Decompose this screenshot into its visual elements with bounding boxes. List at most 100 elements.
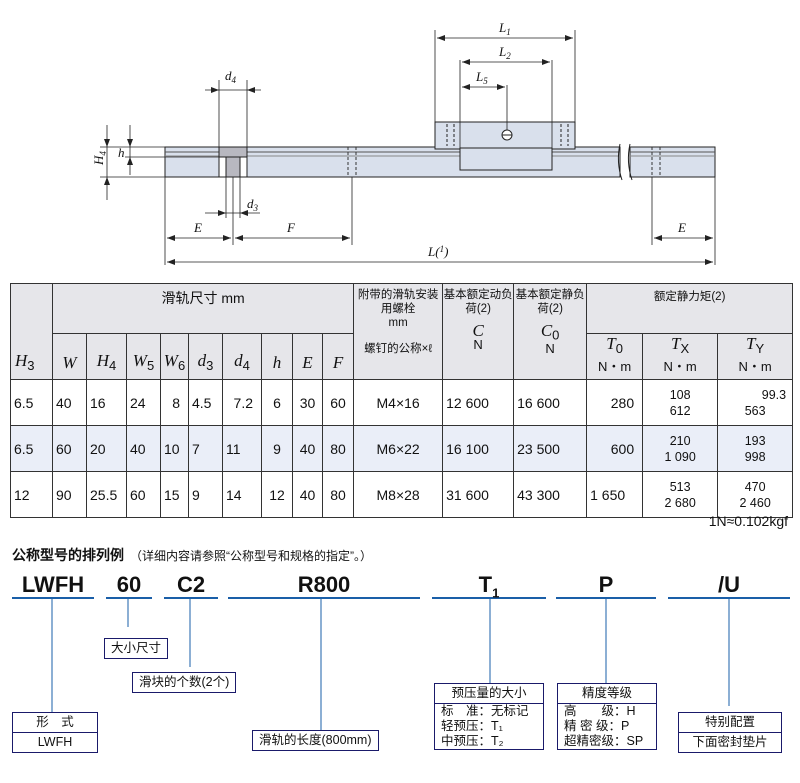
rail-dimension-drawing: L1 L2 L5 d4 d3 H4 h E F E L(1) bbox=[91, 20, 716, 265]
cell-e: 40 bbox=[292, 471, 323, 518]
cell-w: 90 bbox=[52, 471, 87, 518]
dimension-arrows bbox=[104, 35, 713, 265]
cell-w5: 24 bbox=[126, 379, 161, 426]
cell-h4: 16 bbox=[86, 379, 127, 426]
dim-label-l2: L2 bbox=[498, 44, 511, 61]
cell-w5: 40 bbox=[126, 425, 161, 472]
dim-label-f: F bbox=[286, 220, 296, 235]
cell-h3: 12 bbox=[10, 471, 53, 518]
bolt-header: 附带的滑轨安装用螺栓 mm 螺钉的公称×ℓ bbox=[353, 283, 444, 380]
spec-table: H3 滑轨尺寸 mm 附带的滑轨安装用螺栓 mm 螺钉的公称×ℓ 基本额定动负荷… bbox=[10, 283, 794, 518]
cell-h: 6 bbox=[261, 379, 293, 426]
col-d3: d3 bbox=[188, 333, 223, 380]
dim-label-l-total: L(1) bbox=[427, 244, 448, 259]
dim-label-h: h bbox=[118, 145, 125, 160]
mounting-hole-section bbox=[218, 146, 248, 178]
dim-label-d4: d4 bbox=[225, 68, 237, 85]
model-code-title: 公称型号的排列例（详细内容请参照“公称型号和规格的指定”。） bbox=[12, 547, 372, 563]
cell-bolt: M4×16 bbox=[353, 379, 444, 426]
cell-h: 9 bbox=[261, 425, 293, 472]
cell-w5: 60 bbox=[126, 471, 161, 518]
col-w: W bbox=[52, 333, 87, 380]
cell-f: 80 bbox=[321, 471, 355, 518]
code-part-preload: T1 bbox=[478, 572, 500, 601]
code-part-blocks: C2 bbox=[176, 572, 206, 597]
col-d4: d4 bbox=[222, 333, 262, 380]
cell-h4: 25.5 bbox=[86, 471, 127, 518]
cell-h4: 20 bbox=[86, 425, 127, 472]
static-load-header: 基本额定静负荷(2) C0 N bbox=[513, 283, 588, 380]
dim-label-l1: L1 bbox=[498, 20, 511, 37]
cell-c0: 43 300 bbox=[513, 471, 588, 518]
col-h: h bbox=[261, 333, 293, 380]
table-row: 12 90 25.5 60 15 9 14 12 40 80 M8×28 31 … bbox=[10, 471, 794, 518]
cell-c: 16 100 bbox=[442, 425, 515, 472]
cell-d3: 4.5 bbox=[188, 379, 223, 426]
cell-d4: 7.2 bbox=[222, 379, 262, 426]
accuracy-box: 精度等级 高 级：H 精 密 级：P 超精密级：SP bbox=[557, 683, 657, 750]
dim-label-h4: H4 bbox=[91, 151, 108, 166]
table-row: 6.5 60 20 40 10 7 11 9 40 80 M6×22 16 10… bbox=[10, 425, 794, 472]
dim-label-e-left: E bbox=[193, 220, 202, 235]
code-part-special: /U bbox=[718, 572, 740, 597]
form-box: 形 式 LWFH bbox=[12, 712, 98, 753]
cell-c: 12 600 bbox=[442, 379, 515, 426]
cell-w6: 15 bbox=[160, 471, 189, 518]
dim-label-e-right: E bbox=[677, 220, 686, 235]
moment-header: 额定静力矩(2) bbox=[586, 283, 794, 334]
cell-t0: 600 bbox=[586, 425, 644, 472]
cell-h3: 6.5 bbox=[10, 425, 53, 472]
rail-dims-header: 滑轨尺寸 mm bbox=[51, 283, 355, 334]
rail-break-lines bbox=[617, 143, 633, 181]
dyn-load-header: 基本额定动负荷(2) C N bbox=[442, 283, 515, 380]
cell-e: 30 bbox=[292, 379, 323, 426]
cell-h: 12 bbox=[261, 471, 293, 518]
cell-bolt: M6×22 bbox=[353, 425, 444, 472]
cell-e: 40 bbox=[292, 425, 323, 472]
cell-c0: 16 600 bbox=[513, 379, 588, 426]
cell-f: 60 bbox=[321, 379, 355, 426]
cell-c: 31 600 bbox=[442, 471, 515, 518]
code-part-rail-length: R800 bbox=[297, 572, 351, 597]
size-box: 大小尺寸 bbox=[104, 638, 169, 659]
col-h4: H4 bbox=[86, 333, 127, 380]
special-box: 特别配置 下面密封垫片 bbox=[678, 712, 782, 753]
cell-h3: 6.5 bbox=[10, 379, 53, 426]
cell-w: 60 bbox=[52, 425, 87, 472]
code-part-series: LWFH bbox=[21, 572, 85, 597]
table-row: 6.5 40 16 24 8 4.5 7.2 6 30 60 M4×16 12 … bbox=[10, 379, 794, 426]
dim-label-l5: L5 bbox=[475, 69, 488, 86]
preload-box: 预压量的大小 标 准：无标记 轻预压：T₁ 中预压：T₂ bbox=[434, 683, 544, 750]
blocks-box: 滑块的个数(2个) bbox=[132, 672, 237, 693]
cell-w6: 8 bbox=[160, 379, 189, 426]
cell-c0: 23 500 bbox=[513, 425, 588, 472]
unit-conversion-note: 1N≈0.102kgf bbox=[708, 513, 788, 529]
model-code-subtitle: （详细内容请参照“公称型号和规格的指定”。） bbox=[130, 549, 372, 563]
dimension-lines bbox=[100, 30, 716, 265]
cell-d3: 7 bbox=[188, 425, 223, 472]
cell-f: 80 bbox=[321, 425, 355, 472]
cell-t0: 1 650 bbox=[586, 471, 644, 518]
code-part-accuracy: P bbox=[598, 572, 614, 597]
rail-hidden-holes bbox=[347, 147, 661, 177]
cell-d4: 11 bbox=[222, 425, 262, 472]
cell-w: 40 bbox=[52, 379, 87, 426]
cell-t0: 280 bbox=[586, 379, 644, 426]
cell-d4: 14 bbox=[222, 471, 262, 518]
cell-bolt: M8×28 bbox=[353, 471, 444, 518]
code-part-size: 60 bbox=[116, 572, 142, 597]
col-w6: W6 bbox=[160, 333, 189, 380]
rail-length-box: 滑轨的长度(800mm) bbox=[252, 730, 379, 751]
cell-w6: 10 bbox=[160, 425, 189, 472]
col-h3: H3 bbox=[10, 283, 53, 380]
cell-d3: 9 bbox=[188, 471, 223, 518]
